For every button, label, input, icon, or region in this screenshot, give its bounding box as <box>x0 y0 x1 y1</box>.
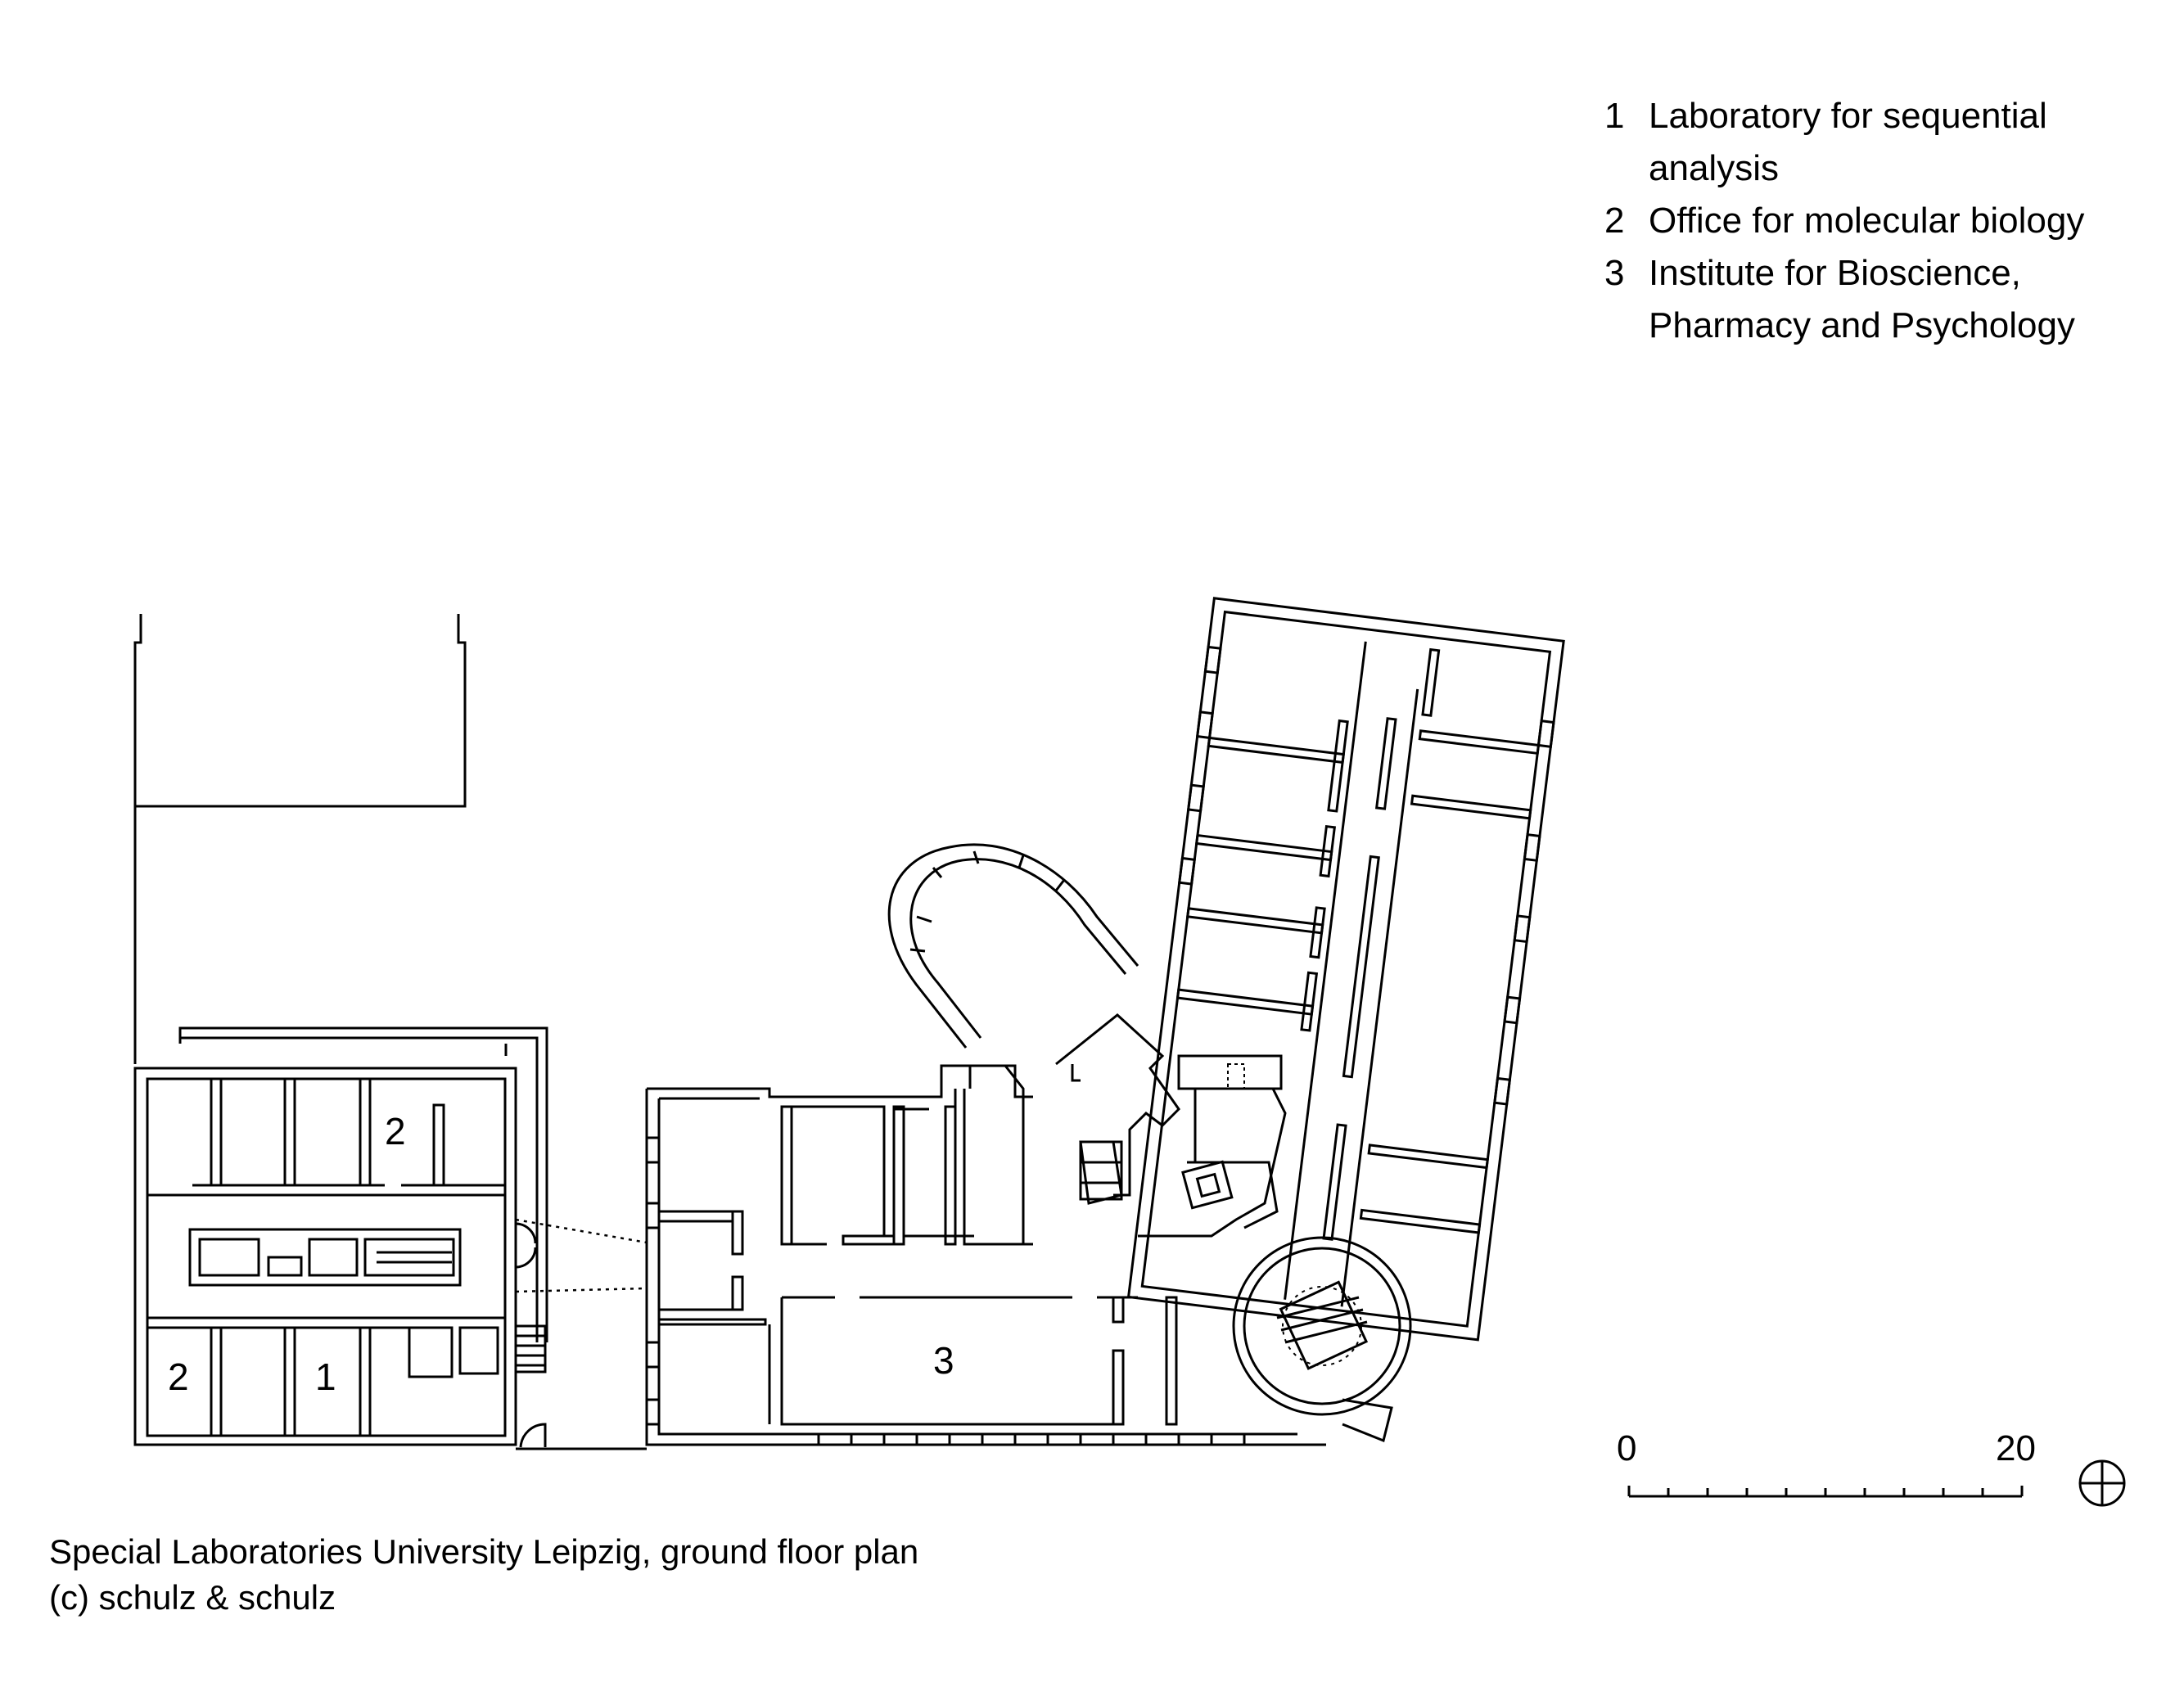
west-wing-plan <box>133 1026 548 1448</box>
scale-bar <box>1627 1486 2024 1498</box>
caption-title: Special Laboratories University Leipzig,… <box>49 1532 919 1571</box>
caption: Special Laboratories University Leipzig,… <box>49 1529 918 1621</box>
caption-credit: (c) schulz & schulz <box>49 1578 336 1617</box>
room-label-3: 3 <box>933 1339 954 1382</box>
north-east-wing <box>1126 597 1565 1342</box>
scale-label-start: 0 <box>1617 1428 1637 1468</box>
central-hall <box>1055 1013 1287 1238</box>
room-label-2-south: 2 <box>168 1355 189 1398</box>
legend-number: 2 <box>1604 201 1625 241</box>
legend-item-3: 3 Institute for Bioscience, Pharmacy and… <box>1604 247 2156 352</box>
room-label-2-north: 2 <box>385 1110 406 1152</box>
scale-label-end: 20 <box>1996 1428 2036 1468</box>
legend-text-line: Institute for Bioscience, <box>1649 253 2021 293</box>
main-building-plan <box>645 1064 1326 1446</box>
curved-wing <box>887 843 1139 1049</box>
stair-tower <box>1232 1236 1412 1443</box>
legend-text-line: analysis <box>1649 148 1779 188</box>
room-label-1: 1 <box>315 1355 336 1398</box>
legend-item-1: 1 Laboratory for sequential analysis <box>1604 90 2156 195</box>
legend: 1 Laboratory for sequential analysis 2 O… <box>1604 90 2156 352</box>
legend-text-line: Pharmacy and Psychology <box>1649 305 2075 345</box>
legend-item-2: 2 Office for molecular biology <box>1604 195 2156 247</box>
legend-text-line: Laboratory for sequential <box>1649 96 2047 136</box>
neighbouring-building-outline <box>133 614 647 1450</box>
legend-text-line: Office for molecular biology <box>1649 201 2085 241</box>
north-arrow-icon <box>2078 1459 2126 1507</box>
legend-number: 3 <box>1604 253 1625 293</box>
connecting-bridge <box>515 1218 648 1293</box>
legend-number: 1 <box>1604 96 1625 136</box>
